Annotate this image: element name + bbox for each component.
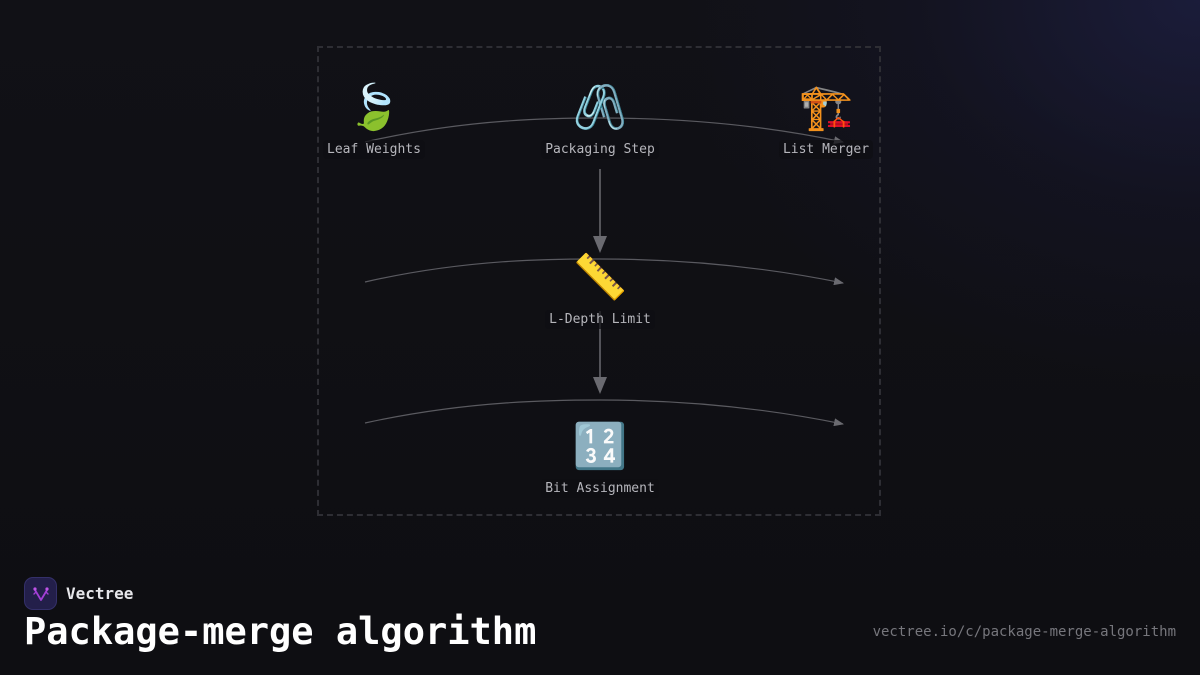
node-label: List Merger: [778, 140, 874, 159]
node-bit-assignment[interactable]: 🔢 Bit Assignment: [520, 421, 680, 498]
ruler-icon: 📏: [572, 252, 628, 303]
vectree-logo-icon: [24, 577, 57, 610]
node-leaf-weights[interactable]: 🍃 Leaf Weights: [294, 82, 454, 159]
paperclips-icon: 🖇️: [572, 82, 628, 133]
page-url[interactable]: vectree.io/c/package-merge-algorithm: [872, 624, 1176, 640]
leaves-icon: 🍃: [346, 82, 402, 133]
node-l-depth-limit[interactable]: 📏 L-Depth Limit: [520, 252, 680, 329]
crane-icon: 🏗️: [798, 82, 854, 133]
numbers-icon: 🔢: [572, 421, 628, 472]
node-label: L-Depth Limit: [545, 310, 655, 329]
node-packaging-step[interactable]: 🖇️ Packaging Step: [520, 82, 680, 159]
node-label: Bit Assignment: [541, 479, 659, 498]
node-label: Leaf Weights: [323, 140, 425, 159]
brand-name: Vectree: [66, 584, 134, 603]
diagram-frame: [317, 46, 881, 516]
page-title: Package-merge algorithm: [24, 610, 537, 653]
brand[interactable]: Vectree: [24, 577, 133, 610]
node-label: Packaging Step: [541, 140, 659, 159]
node-list-merger[interactable]: 🏗️ List Merger: [746, 82, 906, 159]
